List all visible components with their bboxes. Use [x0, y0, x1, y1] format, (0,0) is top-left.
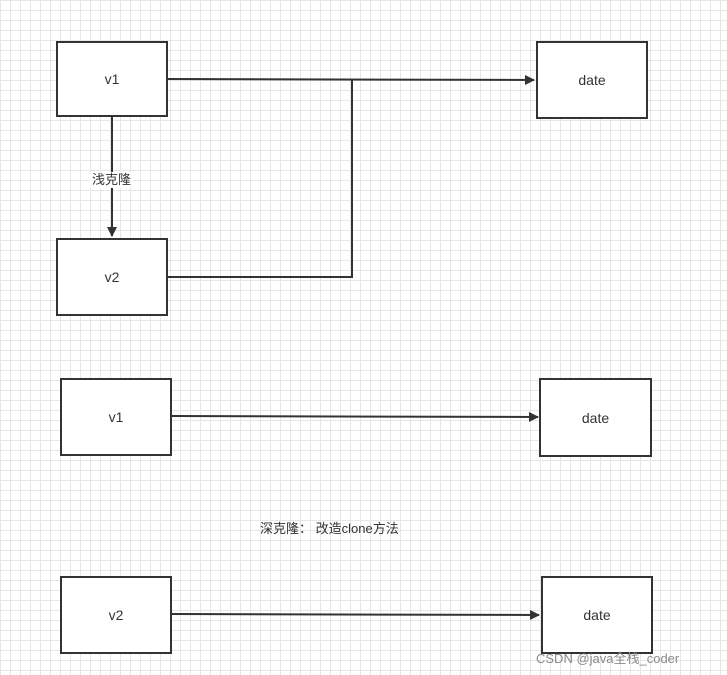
node-date-shallow-label: date — [578, 72, 606, 88]
node-date-shallow[interactable]: date — [536, 41, 648, 119]
edge-v2-to-date — [168, 80, 353, 278]
node-date-deep-2[interactable]: date — [541, 576, 653, 654]
shallow-clone-label: 浅克隆 — [90, 172, 134, 188]
edge-deep-v1-to-date — [171, 411, 539, 422]
node-date-deep-1[interactable]: date — [539, 378, 652, 457]
node-v1-deep-label: v1 — [108, 409, 124, 425]
node-v2-shallow-label: v2 — [104, 269, 120, 285]
watermark: CSDN @java全栈_coder — [536, 651, 680, 666]
node-v2-shallow[interactable]: v2 — [56, 238, 168, 316]
node-v1-shallow[interactable]: v1 — [56, 41, 168, 117]
edge-deep-v2-to-date — [171, 609, 540, 620]
node-date-deep-2-label: date — [583, 607, 611, 623]
edge-v1-to-date — [167, 74, 535, 85]
deep-clone-caption: 深克隆： 改造clone方法 — [260, 521, 399, 536]
node-v2-deep[interactable]: v2 — [60, 576, 172, 654]
node-v1-shallow-label: v1 — [104, 71, 120, 87]
node-date-deep-1-label: date — [581, 409, 610, 426]
node-v1-deep[interactable]: v1 — [60, 378, 172, 456]
node-v2-deep-label: v2 — [108, 607, 124, 623]
